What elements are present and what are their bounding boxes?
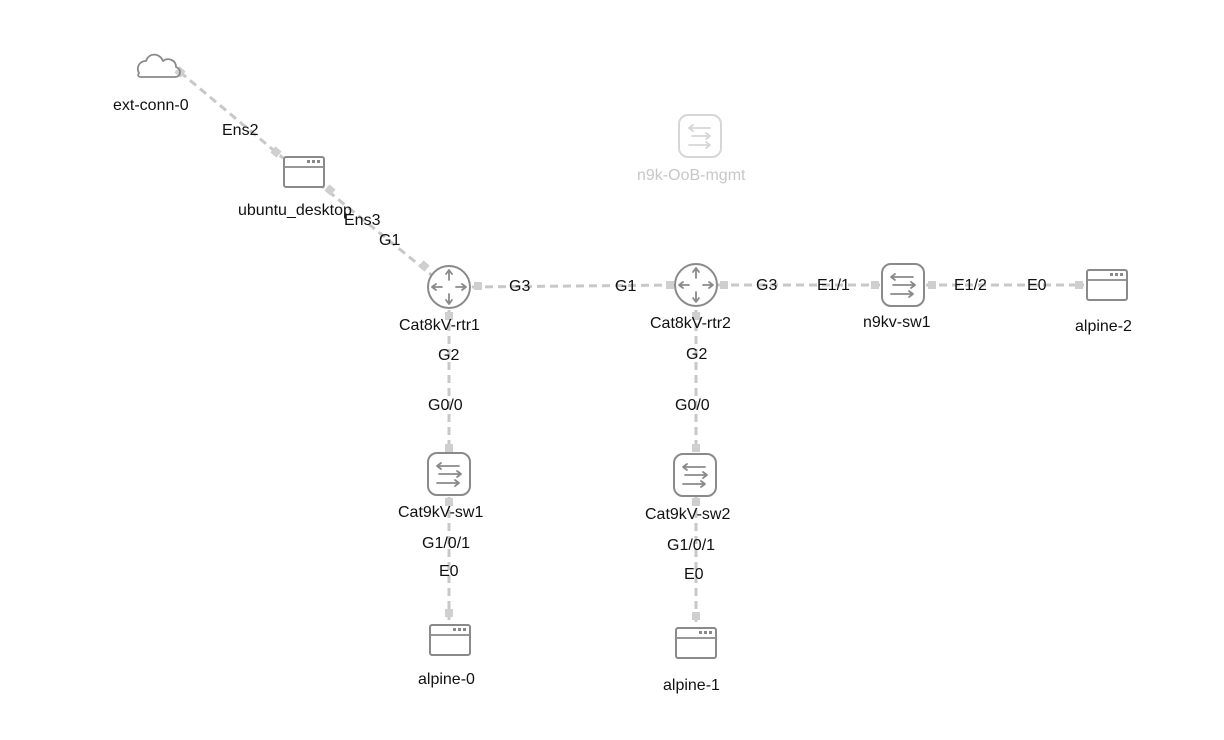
node-label: alpine-2 <box>1075 318 1132 335</box>
port-marker <box>692 312 700 320</box>
port-label: E0 <box>1027 277 1047 294</box>
switch-icon <box>881 263 925 307</box>
port-marker <box>871 281 879 289</box>
router-icon <box>674 263 718 307</box>
port-markers <box>174 66 1083 620</box>
port-marker <box>666 281 674 289</box>
switch-icon <box>673 453 717 497</box>
port-marker <box>692 612 700 620</box>
switch-icon <box>427 452 471 496</box>
port-label: G3 <box>509 278 530 295</box>
server-icon <box>283 156 325 188</box>
port-label: G3 <box>756 277 777 294</box>
port-label: Ens2 <box>222 122 259 139</box>
port-label: E1/1 <box>817 277 850 294</box>
port-marker <box>445 312 453 320</box>
port-marker <box>445 498 453 506</box>
port-marker <box>445 609 453 617</box>
port-labels: Ens2 Ens3 G1 G3 G1 G3 E1/1 E1/2 E0 G2 G0… <box>222 122 1047 583</box>
port-marker <box>692 498 700 506</box>
node-label: Cat9kV-sw2 <box>645 506 730 523</box>
port-label: G0/0 <box>428 397 463 414</box>
port-marker <box>928 281 936 289</box>
node-ubuntu-desktop[interactable]: ubuntu_desktop <box>238 156 352 219</box>
node-label: alpine-0 <box>418 671 475 688</box>
cloud-icon <box>136 53 181 78</box>
port-marker <box>418 260 430 272</box>
port-label: E0 <box>684 566 704 583</box>
router-icon <box>427 265 471 309</box>
node-label: n9kv-sw1 <box>863 314 931 331</box>
port-label: G1 <box>379 232 400 249</box>
port-marker <box>1075 281 1083 289</box>
node-alpine-0[interactable]: alpine-0 <box>418 624 475 688</box>
server-icon <box>1086 269 1128 301</box>
node-alpine-2[interactable]: alpine-2 <box>1075 269 1132 335</box>
node-label: n9k-OoB-mgmt <box>637 167 746 184</box>
port-marker <box>270 146 282 158</box>
node-n9k-oob-mgmt[interactable]: n9k-OoB-mgmt <box>637 114 746 184</box>
port-marker <box>474 282 482 290</box>
node-alpine-1[interactable]: alpine-1 <box>663 627 720 694</box>
switch-icon <box>678 114 722 158</box>
node-cat9kv-sw1[interactable]: Cat9kV-sw1 <box>398 452 483 521</box>
port-marker <box>445 444 453 452</box>
port-marker <box>720 281 728 289</box>
node-cat8kv-rtr2[interactable]: Cat8kV-rtr2 <box>650 263 731 332</box>
server-icon <box>675 627 717 659</box>
port-label: E1/2 <box>954 277 987 294</box>
link-rtr1-rtr2[interactable] <box>471 283 675 289</box>
server-icon <box>429 624 471 656</box>
node-cat9kv-sw2[interactable]: Cat9kV-sw2 <box>645 453 730 523</box>
port-label: E0 <box>439 563 459 580</box>
port-label: G1/0/1 <box>422 535 470 552</box>
node-label: Cat8kV-rtr1 <box>399 317 480 334</box>
link-ubuntu-rtr1[interactable] <box>317 181 435 279</box>
port-label: G0/0 <box>675 397 710 414</box>
port-label: G1 <box>615 278 636 295</box>
node-ext-conn-0[interactable]: ext-conn-0 <box>113 53 189 114</box>
link-ext-ubuntu[interactable] <box>179 70 284 160</box>
node-label: Cat8kV-rtr2 <box>650 315 731 332</box>
node-cat8kv-rtr1[interactable]: Cat8kV-rtr1 <box>399 265 480 334</box>
node-label: ubuntu_desktop <box>238 202 352 219</box>
node-label: Cat9kV-sw1 <box>398 504 483 521</box>
port-label: G2 <box>686 346 707 363</box>
node-label: alpine-1 <box>663 677 720 694</box>
port-label: G1/0/1 <box>667 537 715 554</box>
node-label: ext-conn-0 <box>113 97 189 114</box>
port-marker <box>692 444 700 452</box>
port-label: Ens3 <box>344 212 381 229</box>
links <box>179 70 1084 622</box>
port-label: G2 <box>438 347 459 364</box>
port-marker <box>324 184 336 196</box>
node-n9kv-sw1[interactable]: n9kv-sw1 <box>863 263 931 331</box>
